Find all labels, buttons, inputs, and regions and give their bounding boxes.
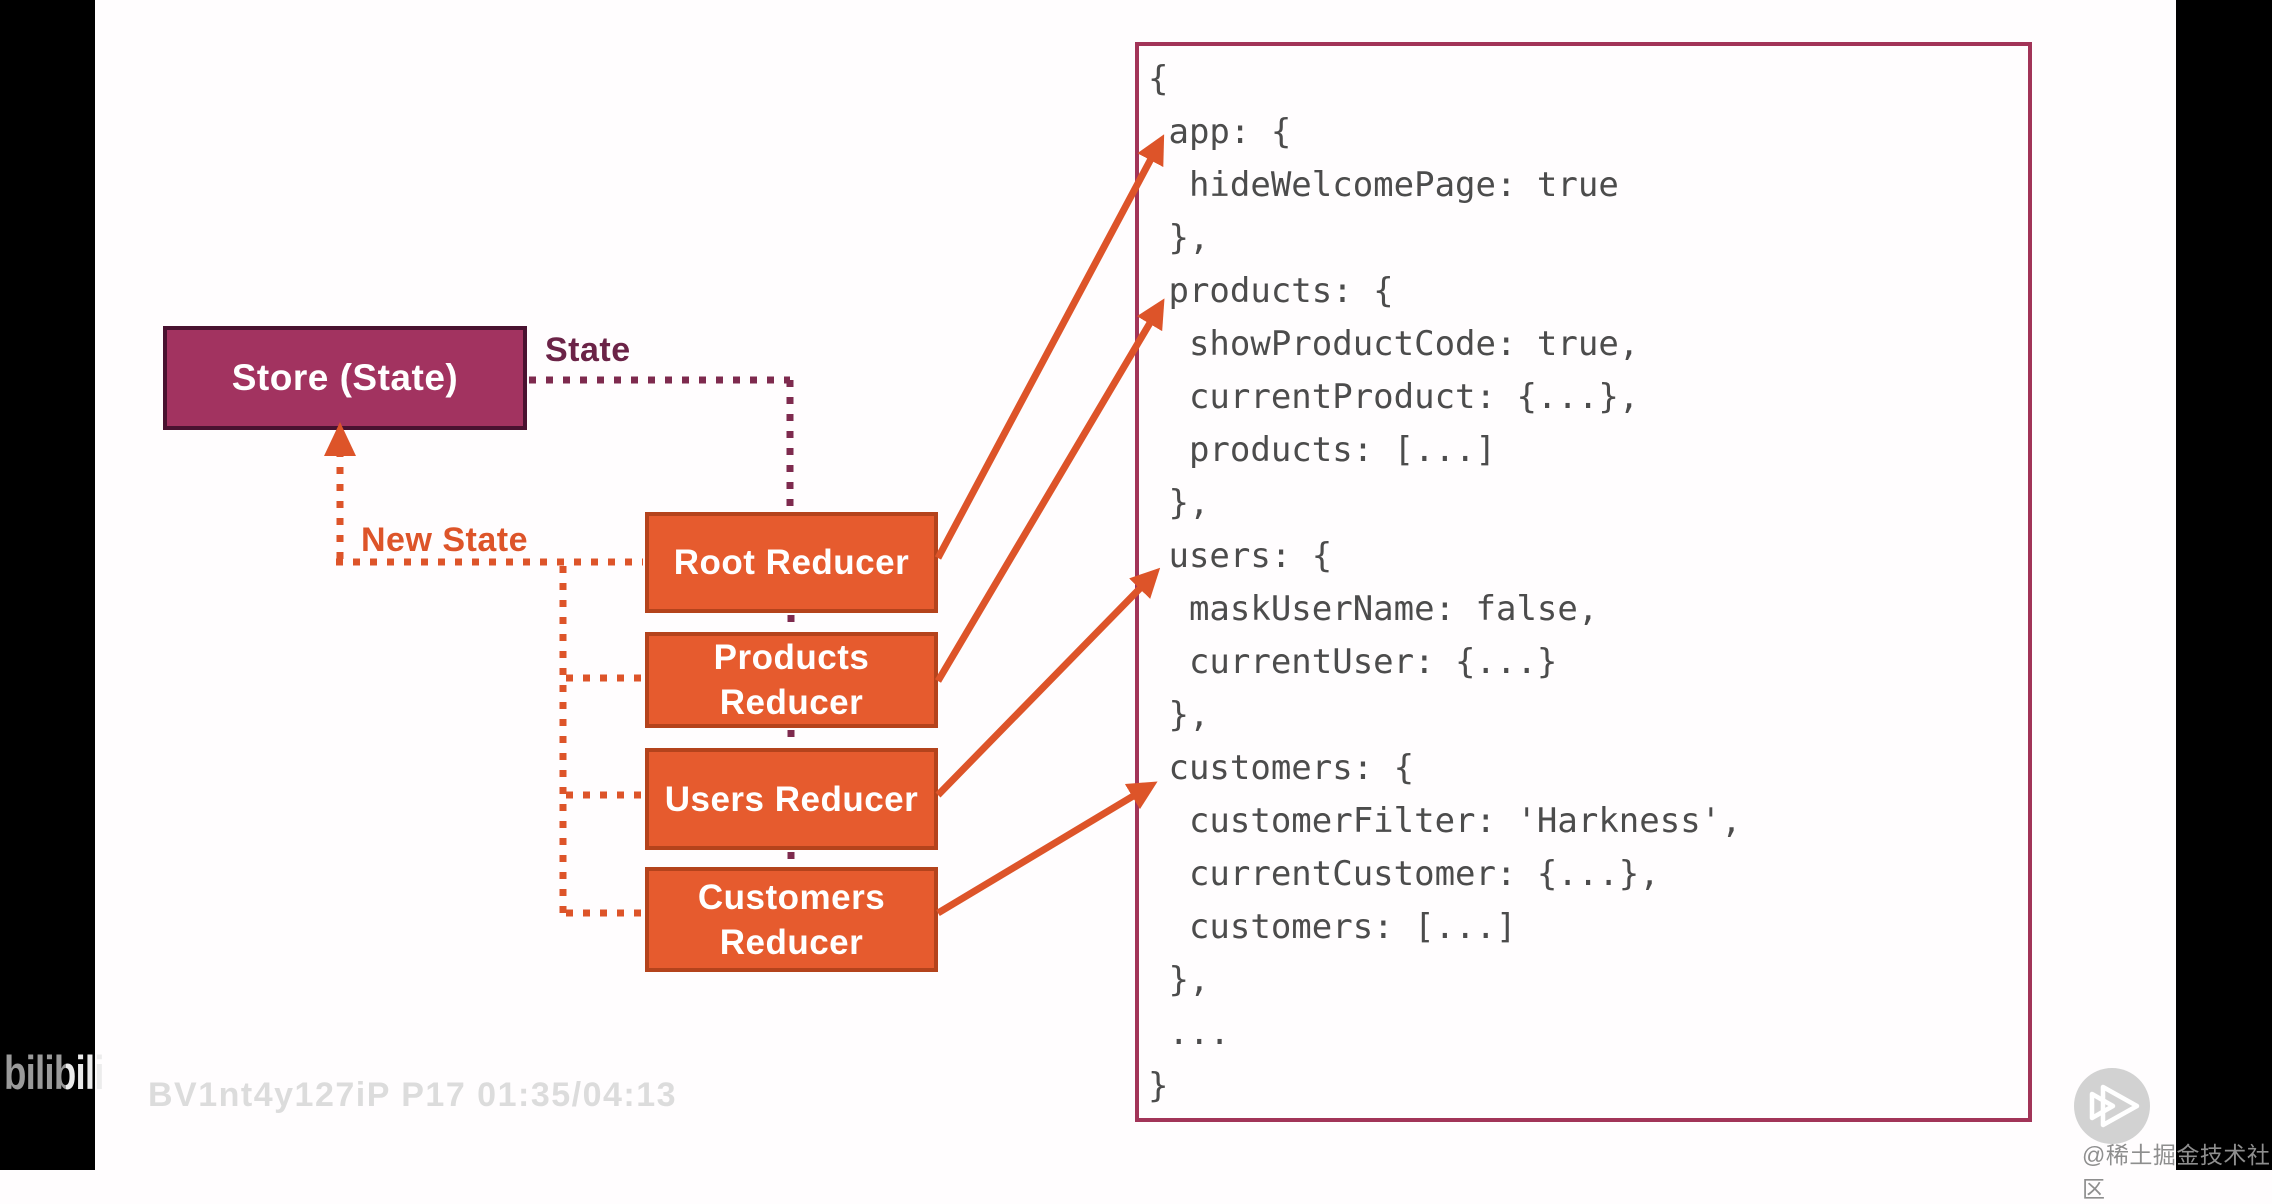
code-line: showProductCode: true, (1148, 324, 1640, 364)
state-flow-label: State (545, 331, 631, 369)
letterbox-right (2176, 0, 2272, 1170)
code-line: app: { (1148, 112, 1292, 152)
code-line: currentProduct: {...}, (1148, 377, 1640, 417)
code-line: currentUser: {...} (1148, 642, 1558, 682)
code-line: customerFilter: 'Harkness', (1148, 801, 1742, 841)
code-line: products: { (1148, 271, 1394, 311)
code-line: }, (1148, 695, 1210, 735)
code-line: products: [...] (1148, 430, 1496, 470)
store-state-box: Store (State) (163, 326, 527, 430)
code-line: maskUserName: false, (1148, 589, 1599, 629)
pluralsight-play-icon (2074, 1068, 2150, 1144)
video-id-watermark: BV1nt4y127iP P17 01:35/04:13 (148, 1076, 678, 1114)
code-line: currentCustomer: {...}, (1148, 854, 1660, 894)
customers-reducer-box: Customers Reducer (645, 867, 938, 972)
root-reducer-box: Root Reducer (645, 512, 938, 613)
letterbox-left (0, 0, 95, 1170)
code-line: }, (1148, 483, 1210, 523)
code-line: } (1148, 1066, 1169, 1106)
code-line: customers: [...] (1148, 907, 1517, 947)
users-reducer-box: Users Reducer (645, 748, 938, 850)
code-line: users: { (1148, 536, 1333, 576)
code-line: }, (1148, 960, 1210, 1000)
code-line: ... (1148, 1013, 1230, 1053)
products-reducer-box: Products Reducer (645, 632, 938, 728)
code-line: hideWelcomePage: true (1148, 165, 1619, 205)
bilibili-logo: bilibili (4, 1046, 104, 1099)
code-line: { (1148, 59, 1169, 99)
community-watermark: @稀土掘金技术社区 (2082, 1142, 2271, 1202)
state-code-block: { app: { hideWelcomePage: true }, produc… (1135, 42, 2032, 1122)
code-line: customers: { (1148, 748, 1415, 788)
code-line: }, (1148, 218, 1210, 258)
play-button[interactable] (2072, 1066, 2152, 1146)
new-state-flow-label: New State (361, 521, 528, 559)
new-state-dotted-line (336, 450, 643, 917)
reducer-to-state-arrows (934, 134, 1165, 917)
